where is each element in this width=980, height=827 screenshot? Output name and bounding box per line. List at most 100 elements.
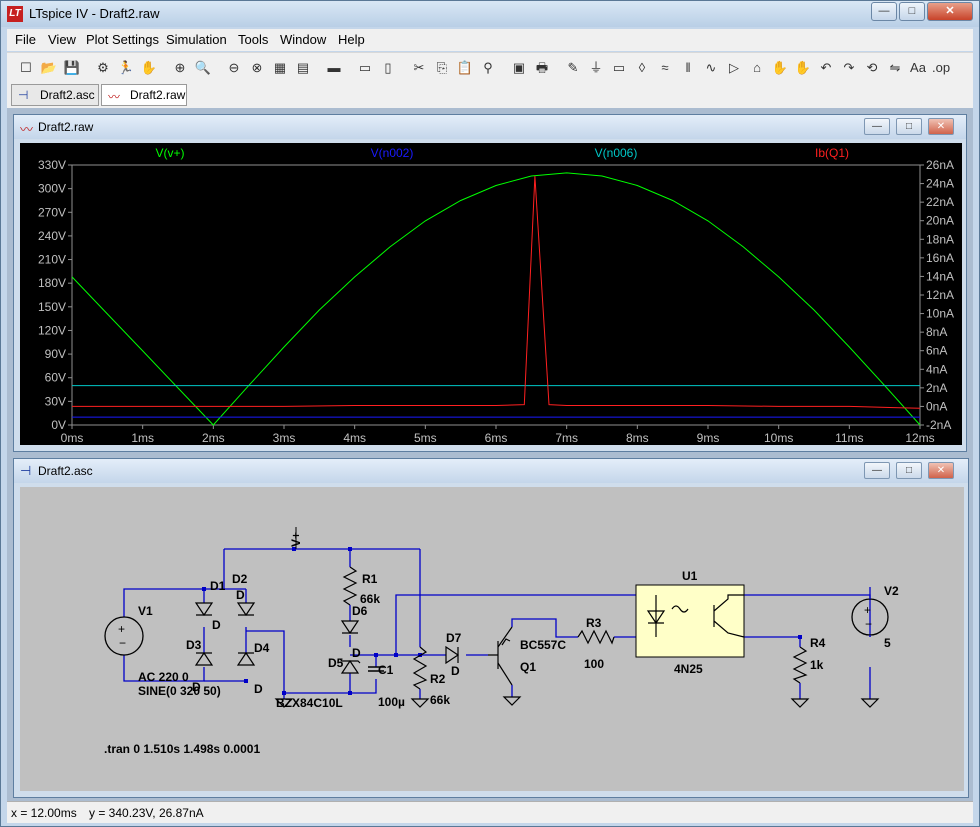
mirror-icon[interactable]: ⇋ <box>889 60 901 75</box>
component-icon[interactable]: ◊ <box>638 60 646 75</box>
undo-icon[interactable]: ↶ <box>820 60 832 75</box>
schematic-maximize-button[interactable]: □ <box>896 462 922 479</box>
y-tick-label: 240V <box>38 229 66 243</box>
close-button[interactable]: ✕ <box>927 2 973 21</box>
window-title: LTspice IV - Draft2.raw <box>29 6 160 21</box>
menu-help[interactable]: Help <box>338 32 365 47</box>
component2-icon[interactable]: ⌂ <box>753 60 761 75</box>
v1-value: AC 220 0 <box>138 670 189 684</box>
new-schematic-icon[interactable]: ☐ <box>20 60 32 75</box>
legend-label: V(n002) <box>371 146 414 160</box>
run-icon[interactable]: 🏃 <box>117 60 135 75</box>
y-tick-label: 180V <box>38 276 66 290</box>
resistor-icon[interactable]: ≈ <box>661 60 669 75</box>
y-tick-label: 210V <box>38 253 66 267</box>
q1-value: BC557C <box>520 638 566 652</box>
inductor-icon[interactable]: ∿ <box>705 60 717 75</box>
maximize-button[interactable]: □ <box>899 2 925 21</box>
tile-vertical-icon[interactable]: ▯ <box>384 60 392 75</box>
capacitor-icon[interactable]: ‖ <box>685 60 691 75</box>
label-net-icon[interactable]: ▭ <box>612 60 626 75</box>
u1-value: 4N25 <box>674 662 703 676</box>
bridge-diode-symbols <box>194 602 256 666</box>
save-icon[interactable]: 💾 <box>63 60 81 75</box>
autorange-icon[interactable]: ▦ <box>273 60 287 75</box>
ground-icon <box>274 696 880 708</box>
move-icon[interactable]: ✋ <box>771 60 789 75</box>
print-icon[interactable]: 🖶 <box>535 60 549 75</box>
x-tick-label: 5ms <box>414 431 437 445</box>
y-tick-label: 300V <box>38 182 66 196</box>
plot-maximize-button[interactable]: □ <box>896 118 922 135</box>
c1-value: 100µ <box>378 695 405 709</box>
y-tick-label: 270V <box>38 205 66 219</box>
spice-directive[interactable]: .tran 0 1.510s 1.498s 0.0001 <box>104 742 260 756</box>
r4-value: 1k <box>810 658 824 672</box>
tab-draft2-raw[interactable]: 〰 Draft2.raw <box>101 84 187 106</box>
zoom-out-icon[interactable]: ⊖ <box>228 60 240 75</box>
y2-tick-label: 18nA <box>926 232 954 246</box>
svg-text:−: − <box>865 617 872 631</box>
menu-plot-settings[interactable]: Plot Settings <box>86 32 159 47</box>
toolbar: ☐ 📂 💾 ⚙ 🏃 ✋ ⊕ 🔍 ⊖ ⊗ ▦ ▤ ▬ ▭ ▯ ✂ ⎘ 📋 ⚲ ▣ 🖶 ✎ ⏚ ▭ ◊ ≈ ‖ ∿ ▷ ⌂ ✋ ✋ ↶ ↷ ⟲ ⇋ Aa .o… <box>7 52 973 82</box>
drag-icon[interactable]: ✋ <box>794 60 812 75</box>
d4-value: D <box>254 682 263 696</box>
print-preview-icon[interactable]: ▣ <box>512 60 526 75</box>
open-icon[interactable]: 📂 <box>40 60 58 75</box>
y-tick-label: 120V <box>38 323 66 337</box>
x-tick-label: 3ms <box>273 431 296 445</box>
redo-icon[interactable]: ↷ <box>843 60 855 75</box>
rotate-icon[interactable]: ⟲ <box>866 60 878 75</box>
tab-label: Draft2.raw <box>130 88 186 102</box>
ground-icon[interactable]: ⏚ <box>589 60 603 75</box>
minimize-button[interactable]: — <box>871 2 897 21</box>
waveform-icon: 〰 <box>108 90 121 104</box>
y-tick-label: 30V <box>45 394 66 408</box>
d6-ref: D6 <box>352 604 368 618</box>
menu-file[interactable]: File <box>15 32 36 47</box>
draw-wire-icon[interactable]: ✎ <box>567 60 579 75</box>
schematic-minimize-button[interactable]: — <box>864 462 890 479</box>
status-bar: x = 12.00ms y = 340.23V, 26.87nA <box>7 801 973 823</box>
text-icon[interactable]: Aa <box>910 60 926 75</box>
menu-tools[interactable]: Tools <box>238 32 269 47</box>
copy-icon[interactable]: ⎘ <box>436 60 448 75</box>
y2-tick-label: 26nA <box>926 158 954 172</box>
d2-value: D <box>236 588 245 602</box>
tab-draft2-asc[interactable]: ⊣ Draft2.asc <box>11 84 99 106</box>
menu-simulation[interactable]: Simulation <box>166 32 227 47</box>
diode-icon[interactable]: ▷ <box>729 60 739 75</box>
plot-minimize-button[interactable]: — <box>864 118 890 135</box>
control-panel-icon[interactable]: ⚙ <box>97 60 109 75</box>
menu-view[interactable]: View <box>48 32 76 47</box>
cut-icon[interactable]: ✂ <box>413 60 425 75</box>
d2-ref: D2 <box>232 572 248 586</box>
paste-icon[interactable]: 📋 <box>456 60 474 75</box>
tile-horizontal-icon[interactable]: ▬ <box>327 60 341 75</box>
spice-directive-icon[interactable]: .op <box>932 60 951 75</box>
menu-window[interactable]: Window <box>280 32 327 47</box>
d1-value: D <box>212 618 221 632</box>
u1-ref: U1 <box>682 569 698 583</box>
svg-text:+: + <box>118 622 125 636</box>
schematic-close-button[interactable]: ✕ <box>928 462 954 479</box>
x-tick-label: 12ms <box>905 431 934 445</box>
zoom-area-icon[interactable]: 🔍 <box>194 60 212 75</box>
find-icon[interactable]: ⚲ <box>483 60 493 75</box>
schematic-canvas[interactable]: + − <box>20 487 964 791</box>
r3-ref: R3 <box>586 616 602 630</box>
schematic-icon: ⊣ <box>20 463 32 478</box>
zoom-in-icon[interactable]: ⊕ <box>174 60 186 75</box>
y2-tick-label: 14nA <box>926 269 954 283</box>
plot-close-button[interactable]: ✕ <box>928 118 954 135</box>
zoom-cancel-icon[interactable]: ⊗ <box>251 60 263 75</box>
setup-icon[interactable]: ▤ <box>296 60 310 75</box>
x-tick-label: 0ms <box>61 431 84 445</box>
cascade-icon[interactable]: ▭ <box>358 60 372 75</box>
schematic-window-title: Draft2.asc <box>38 464 93 478</box>
pan-icon[interactable]: ✋ <box>140 60 158 75</box>
